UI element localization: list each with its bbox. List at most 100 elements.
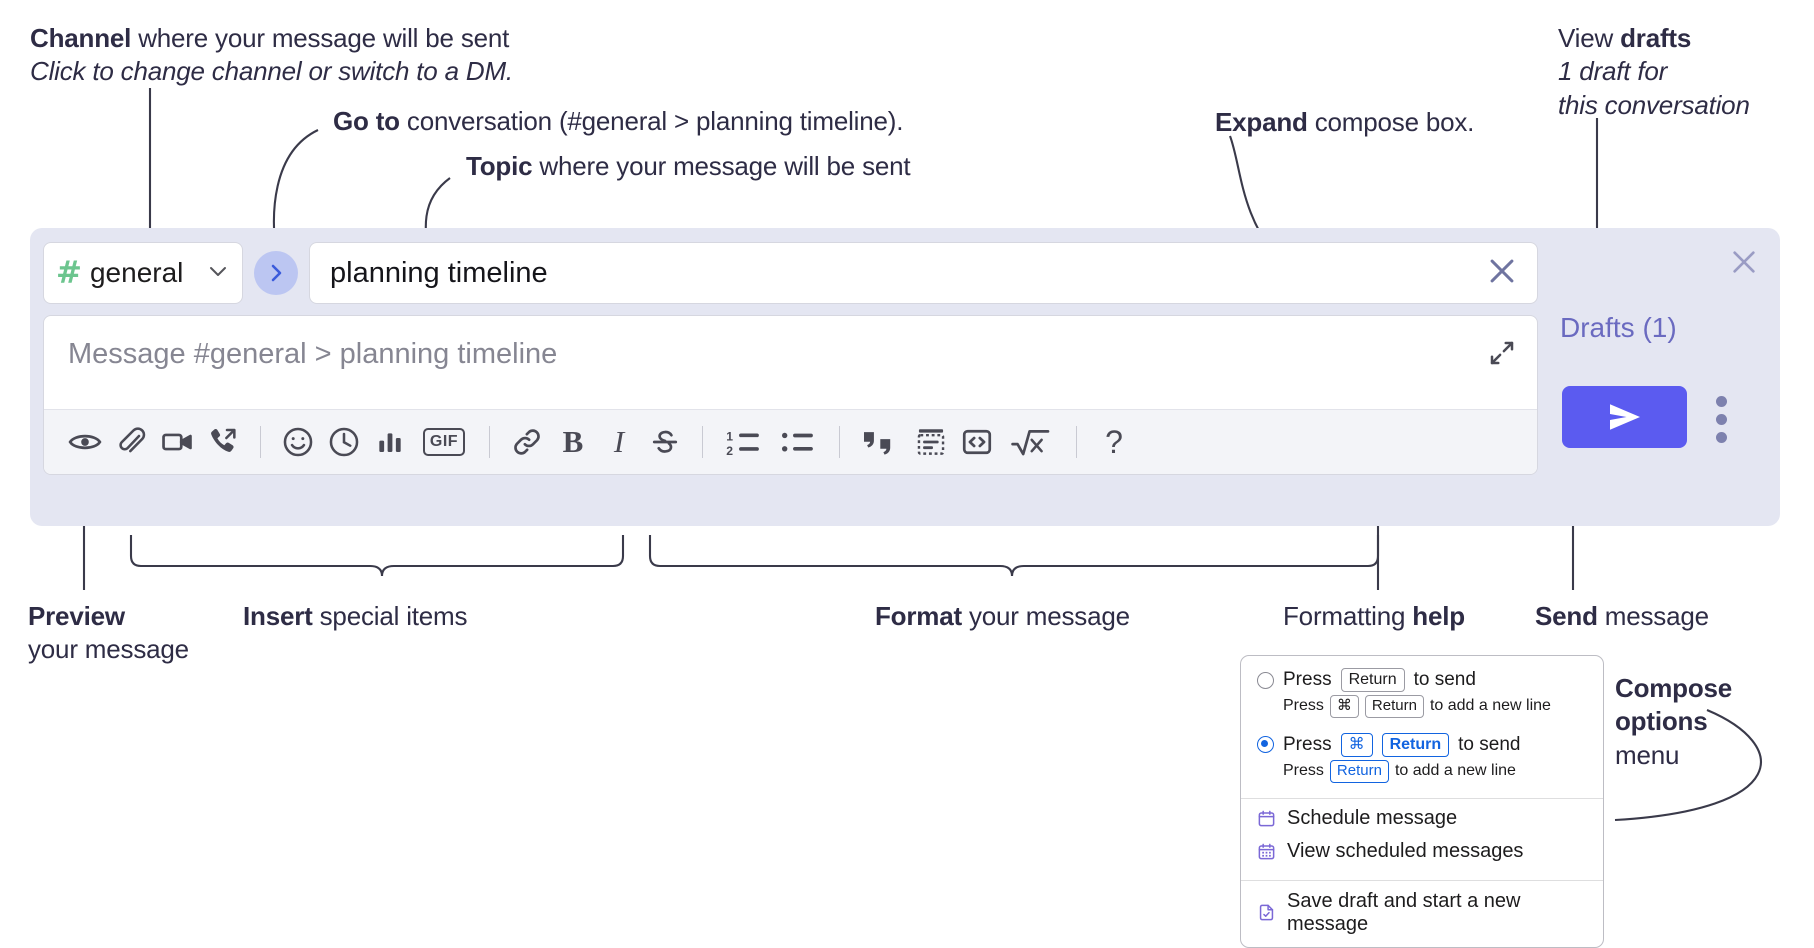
- annotation-channel-italic: Click to change channel or switch to a D…: [30, 56, 513, 87]
- message-placeholder: Message #general > planning timeline: [68, 338, 558, 370]
- key-return: Return: [1364, 695, 1424, 718]
- audio-call-icon[interactable]: [200, 419, 246, 465]
- blockquote-icon[interactable]: [854, 419, 908, 465]
- math-icon[interactable]: [1000, 419, 1062, 465]
- message-box: Message #general > planning timeline: [43, 315, 1538, 475]
- annotation-insert-rest: special items: [312, 601, 468, 631]
- menu-divider: [1241, 879, 1603, 881]
- menu-item-label: View scheduled messages: [1287, 839, 1524, 862]
- bullet-list-icon[interactable]: [771, 419, 825, 465]
- menu-option-return-sub: Press ⌘ Return to add a new line: [1241, 694, 1603, 724]
- toolbar-divider: [702, 426, 703, 458]
- calendar-view-icon: [1257, 842, 1276, 861]
- send-icon: [1609, 404, 1640, 430]
- annotation-format-rest: your message: [961, 601, 1130, 631]
- annotation-channel-bold: Channel: [30, 23, 132, 53]
- key-return: Return: [1381, 732, 1450, 757]
- opt0-pre: Press: [1283, 669, 1332, 690]
- menu-item-schedule-message[interactable]: Schedule message: [1241, 799, 1603, 838]
- annotation-compose-line2: options: [1615, 706, 1708, 737]
- chevron-down-icon: [206, 259, 230, 288]
- key-return: Return: [1329, 759, 1389, 783]
- channel-selector[interactable]: # general: [43, 242, 243, 304]
- annotation-drafts-line2: 1 draft for: [1558, 56, 1668, 87]
- key-command: ⌘: [1340, 732, 1373, 757]
- annotation-help-bold: help: [1412, 601, 1465, 631]
- annotation-drafts-bold: drafts: [1620, 23, 1692, 53]
- radio-cmd-return-to-send[interactable]: [1257, 736, 1274, 754]
- compose-options-menu: Press Return to send Press ⌘ Return to a…: [1240, 655, 1604, 948]
- menu-option-cmd-return-to-send[interactable]: Press ⌘ Return to send: [1241, 731, 1603, 759]
- video-icon[interactable]: [154, 419, 200, 465]
- gif-label: GIF: [422, 428, 466, 456]
- poll-icon[interactable]: [367, 419, 413, 465]
- annotation-format: Format your message: [875, 600, 1130, 633]
- annotation-topic-bold: Topic: [466, 151, 533, 181]
- compose-panel: # general planning timeline Message #gen…: [30, 228, 1780, 526]
- annotation-send-bold: Send: [1535, 601, 1598, 631]
- annotation-drafts: View drafts 1 draft for this conversatio…: [1558, 22, 1750, 122]
- strikethrough-icon[interactable]: [642, 419, 688, 465]
- calendar-schedule-icon: [1257, 809, 1276, 828]
- close-icon: [1733, 251, 1755, 273]
- bold-label: B: [562, 424, 584, 459]
- opt0-sub-post: to add a new line: [1429, 697, 1551, 715]
- expand-icon[interactable]: [1487, 338, 1517, 373]
- annotation-drafts-pre: View: [1558, 23, 1621, 53]
- kebab-dot: [1716, 414, 1727, 425]
- help-icon[interactable]: ?: [1091, 419, 1137, 465]
- save-draft-icon: [1257, 903, 1276, 922]
- menu-item-label: Save draft and start a new message: [1287, 889, 1521, 935]
- clock-icon[interactable]: [321, 419, 367, 465]
- compose-panel-right: Drafts (1): [1538, 228, 1780, 526]
- link-icon[interactable]: [504, 419, 550, 465]
- annotation-goto: Go to conversation (#general > planning …: [333, 105, 903, 138]
- annotation-preview-bold: Preview: [28, 601, 125, 631]
- code-block-icon[interactable]: [908, 419, 954, 465]
- annotation-expand-rest: compose box.: [1307, 107, 1475, 137]
- annotation-goto-bold: Go to: [333, 106, 400, 136]
- menu-item-view-scheduled-messages[interactable]: View scheduled messages: [1241, 838, 1603, 871]
- annotation-expand-bold: Expand: [1215, 107, 1308, 137]
- compose-options-button[interactable]: [1716, 396, 1727, 443]
- annotation-insert-bold: Insert: [243, 601, 313, 631]
- bold-icon[interactable]: B: [550, 419, 596, 465]
- channel-name: general: [89, 257, 184, 288]
- annotation-send: Send message: [1535, 600, 1709, 633]
- preview-icon[interactable]: [62, 419, 108, 465]
- opt0-sub-pre: Press: [1283, 697, 1324, 715]
- key-command: ⌘: [1329, 695, 1359, 718]
- goto-conversation-button[interactable]: [254, 251, 298, 295]
- kebab-dot: [1716, 396, 1727, 407]
- annotation-format-bold: Format: [875, 601, 962, 631]
- gif-icon[interactable]: GIF: [413, 419, 475, 465]
- opt1-sub-pre: Press: [1283, 762, 1324, 780]
- opt0-post: to send: [1413, 669, 1476, 690]
- menu-item-save-draft[interactable]: Save draft and start a new message: [1241, 881, 1603, 947]
- toolbar-divider: [839, 426, 840, 458]
- hash-icon: #: [56, 254, 82, 291]
- emoji-icon[interactable]: [275, 419, 321, 465]
- annotation-goto-rest: conversation (#general > planning timeli…: [399, 106, 904, 136]
- topic-clear-button[interactable]: [1485, 254, 1519, 293]
- annotation-compose-line3: menu: [1615, 739, 1680, 770]
- radio-return-to-send[interactable]: [1257, 671, 1274, 689]
- send-button[interactable]: [1562, 386, 1687, 448]
- panel-close-button[interactable]: [1728, 246, 1760, 283]
- kebab-dot: [1716, 432, 1727, 443]
- topic-input[interactable]: planning timeline: [309, 242, 1538, 304]
- annotation-compose-options: Compose options menu: [1615, 672, 1732, 772]
- message-input[interactable]: Message #general > planning timeline: [44, 316, 1537, 409]
- attachment-icon[interactable]: [108, 419, 154, 465]
- toolbar-divider: [1076, 426, 1077, 458]
- menu-option-return-to-send[interactable]: Press Return to send: [1241, 666, 1603, 694]
- drafts-link[interactable]: Drafts (1): [1560, 312, 1677, 343]
- italic-icon[interactable]: I: [596, 419, 642, 465]
- annotation-preview-rest: your message: [28, 634, 189, 665]
- annotation-compose-line1: Compose: [1615, 673, 1733, 703]
- opt1-post: to send: [1458, 733, 1521, 755]
- code-icon[interactable]: [954, 419, 1000, 465]
- annotation-topic: Topic where your message will be sent: [466, 150, 911, 183]
